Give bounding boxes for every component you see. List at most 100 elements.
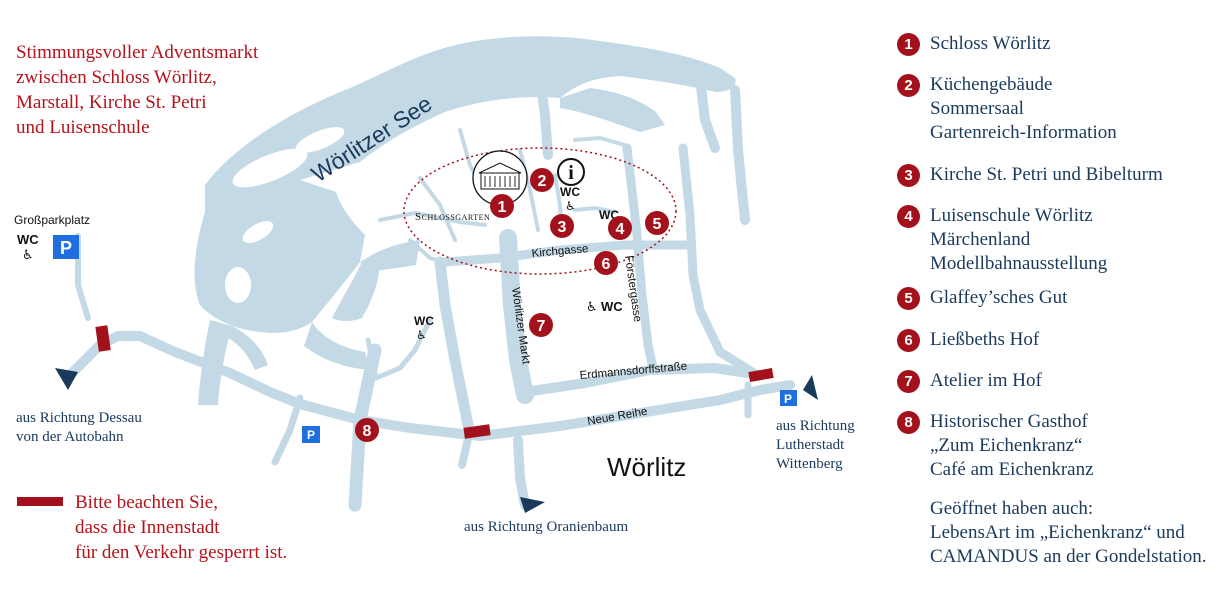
legend-number: 7	[897, 370, 920, 393]
park-path-1	[378, 211, 487, 227]
wc-label: WC	[17, 232, 39, 247]
dessau-approach-road	[65, 331, 485, 441]
legend-item-5[interactable]: 5 Glaffey’sches Gut	[897, 286, 1067, 310]
legend-number: 3	[897, 164, 920, 187]
intro-line: Marstall, Kirche St. Petri	[16, 92, 207, 113]
legend-item-2[interactable]: 2 Küchengebäude Sommersaal Gartenreich-I…	[897, 73, 1117, 145]
parking-big[interactable]: P	[53, 235, 79, 259]
oranienbaum-road	[513, 435, 530, 510]
roads	[65, 73, 795, 512]
legend-label: Schloss Wörlitz	[930, 33, 1051, 54]
info-symbol: i	[568, 162, 574, 184]
park-path-7	[573, 136, 627, 147]
also-open-line: Geöffnet haben auch:	[930, 498, 1094, 519]
kirchgasse-road	[440, 240, 695, 267]
svg-text:7: 7	[537, 318, 546, 335]
market-area-outline	[403, 147, 677, 275]
map-marker-7[interactable]: 7	[529, 313, 553, 337]
parking-symbol: P	[307, 428, 315, 442]
park-path-6	[573, 206, 617, 214]
foerstergasse-road	[622, 143, 658, 373]
north-canal-2	[695, 73, 720, 153]
parking-symbol: P	[60, 238, 72, 258]
legend-item-3[interactable]: 3 Kirche St. Petri und Bibelturm	[897, 163, 1163, 187]
legend-label: Atelier im Hof	[930, 370, 1042, 391]
legend-item-8[interactable]: 8 Historischer Gasthof „Zum Eichenkranz“…	[897, 410, 1094, 482]
wc-label: WC	[601, 299, 623, 314]
map-marker-6[interactable]: 6	[594, 251, 618, 275]
west-road	[434, 256, 474, 431]
svg-text:4: 4	[616, 221, 625, 238]
svg-text:2: 2	[538, 173, 547, 190]
street-label-kirchgasse: Kirchgasse	[531, 243, 589, 260]
notice-line: Bitte beachten Sie,	[75, 492, 218, 513]
legend-label: Glaffey’sches Gut	[930, 287, 1068, 308]
legend-item-1[interactable]: 1 Schloss Wörlitz	[897, 32, 1051, 56]
direction-arrows	[55, 368, 818, 513]
svg-text:3: 3	[558, 219, 567, 236]
svg-text:5: 5	[653, 216, 662, 233]
map-marker-2[interactable]: 2	[530, 168, 554, 192]
parking-spur	[271, 394, 304, 466]
legend-label: „Zum Eichenkranz“	[930, 435, 1083, 456]
north-canal-1	[535, 73, 553, 160]
also-open-line: LebensArt im „Eichenkranz“ und	[930, 522, 1185, 543]
parking-east[interactable]: P	[780, 390, 797, 406]
closure-east	[748, 367, 774, 383]
dessau-side-road	[75, 233, 91, 321]
wheelchair-icon: ♿	[586, 299, 598, 314]
notice-line: dass die Innenstadt	[75, 517, 220, 538]
info-icon[interactable]: i	[557, 158, 585, 186]
legend-label: Märchenland	[930, 229, 1031, 250]
direction-dessau: aus Richtung Dessau von der Autobahn	[16, 410, 142, 445]
intro-text: Stimmungsvoller Adventsmarkt zwischen Sc…	[16, 40, 336, 140]
legend-label: Kirche St. Petri und Bibelturm	[930, 164, 1163, 185]
west-canal	[348, 343, 382, 512]
wheelchair-icon: ♿	[22, 247, 34, 262]
legend-number: 5	[897, 287, 920, 310]
also-open-text: Geöffnet haben auch: LebensArt im „Eiche…	[930, 497, 1207, 569]
street-label-erdmannsdorffstrasse: Erdmannsdorffstraße	[579, 361, 687, 382]
svg-text:8: 8	[363, 423, 372, 440]
map-marker-3[interactable]: 3	[550, 214, 574, 238]
wheelchair-icon: ♿	[565, 199, 576, 213]
arrow-dessau-icon	[55, 368, 78, 390]
intro-line: Stimmungsvoller Adventsmarkt	[16, 42, 259, 63]
big-parking-label: Großparkplatz	[14, 213, 91, 227]
legend-item-7[interactable]: 7 Atelier im Hof	[897, 369, 1042, 393]
legend-number: 6	[897, 329, 920, 352]
castle-icon	[472, 150, 528, 206]
map-marker-5[interactable]: 5	[645, 211, 669, 235]
legend-item-4[interactable]: 4 Luisenschule Wörlitz Märchenland Model…	[897, 204, 1107, 276]
legend-item-6[interactable]: 6 Ließbeths Hof	[897, 328, 1039, 352]
notice-line: für den Verkehr gesperrt ist.	[75, 542, 288, 563]
legend-label: Küchengebäude	[930, 74, 1053, 95]
parking-south[interactable]: P	[302, 426, 320, 443]
map-marker-1[interactable]: 1	[490, 194, 514, 218]
park-path-2	[418, 176, 457, 242]
also-open-line: CAMANDUS an der Gondelstation.	[930, 546, 1207, 567]
legend-label: Luisenschule Wörlitz	[930, 205, 1093, 226]
wheelchair-icon: ♿	[416, 328, 427, 342]
woerlitzer-see	[194, 36, 736, 405]
wc-label: WC	[560, 185, 580, 199]
town-label: Wörlitz	[607, 452, 687, 482]
arrow-wittenberg-icon	[803, 375, 818, 400]
svg-text:6: 6	[602, 256, 611, 273]
closure-dessau	[95, 325, 111, 352]
map-marker-8[interactable]: 8	[355, 418, 379, 442]
legend-label: Sommersaal	[930, 98, 1024, 119]
intro-line: und Luisenschule	[16, 117, 150, 138]
legend-label: Café am Eichenkranz	[930, 459, 1094, 480]
legend-label: Ließbeths Hof	[930, 329, 1040, 350]
legend-label: Historischer Gasthof	[930, 411, 1088, 432]
direction-wittenberg: aus Richtung Lutherstadt Wittenberg	[776, 418, 855, 472]
map-marker-4[interactable]: 4	[608, 216, 632, 240]
closure-neue-reihe	[463, 424, 491, 439]
traffic-notice: Bitte beachten Sie, dass die Innenstadt …	[75, 490, 287, 565]
legend-label: Gartenreich-Information	[930, 122, 1117, 143]
neue-reihe-road	[475, 380, 795, 441]
woerlitzer-markt-road	[499, 229, 534, 404]
north-canal-3	[730, 85, 750, 225]
